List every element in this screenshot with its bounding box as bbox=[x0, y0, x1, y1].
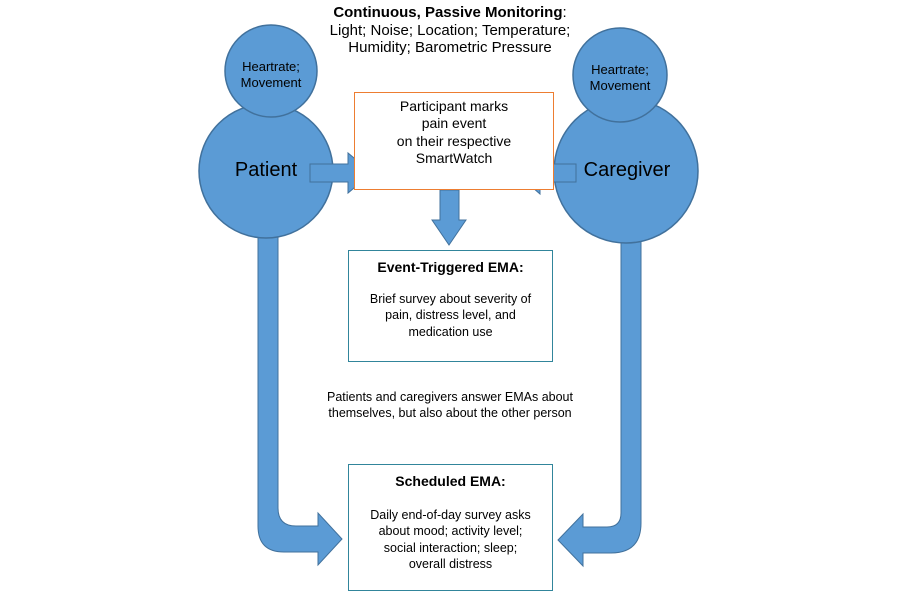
scheduled-ema-body: Daily end-of-day survey asks about mood;… bbox=[349, 507, 552, 572]
monitoring-colon: : bbox=[562, 4, 567, 21]
pain-event-line-3: on their respective bbox=[396, 132, 512, 149]
monitoring-line-1: Light; Noise; Location; Temperature; bbox=[329, 21, 571, 39]
pain-event-line-1: Participant marks bbox=[399, 98, 509, 114]
pain-to-event-ema-arrow bbox=[431, 189, 467, 246]
patient-sensor-label: Heartrate; Movement bbox=[225, 59, 317, 90]
ema-note: Patients and caregivers answer EMAs abou… bbox=[280, 389, 620, 422]
caregiver-sensor-line-1: Heartrate; bbox=[591, 62, 649, 77]
patient-sensor-line-2: Movement bbox=[240, 74, 302, 90]
monitoring-line-2: Humidity; Barometric Pressure bbox=[348, 39, 552, 57]
scheduled-ema-title: Scheduled EMA: bbox=[395, 473, 506, 489]
ema-note-line-2: themselves, but also about the other per… bbox=[328, 406, 572, 421]
scheduled-ema-line-3: social interaction; sleep; bbox=[383, 540, 518, 555]
event-ema-title: Event-Triggered EMA: bbox=[377, 259, 524, 275]
monitoring-title-line: Continuous, Passive Monitoring: bbox=[250, 4, 650, 22]
patient-label: Patient bbox=[234, 159, 298, 181]
event-ema-line-3: medication use bbox=[408, 324, 493, 339]
event-ema-line-2: pain, distress level, and bbox=[385, 308, 516, 323]
pain-event-box: Participant marks pain event on their re… bbox=[354, 92, 554, 190]
pain-event-line-4: SmartWatch bbox=[415, 150, 493, 167]
monitoring-title: Continuous, Passive Monitoring bbox=[333, 4, 563, 21]
scheduled-ema-line-1: Daily end-of-day survey asks bbox=[370, 508, 531, 522]
caregiver-label: Caregiver bbox=[583, 159, 671, 181]
event-ema-line-1: Brief survey about severity of bbox=[369, 292, 532, 306]
caregiver-sensor-line-2: Movement bbox=[589, 77, 651, 93]
event-ema-body: Brief survey about severity of pain, dis… bbox=[349, 291, 552, 340]
patient-to-scheduled-arrow bbox=[257, 211, 343, 567]
patient-sensor-line-1: Heartrate; bbox=[242, 59, 300, 74]
patient-sensor-node bbox=[224, 24, 318, 118]
caregiver-sensor-node bbox=[572, 27, 668, 123]
pain-event-line-2: pain event bbox=[421, 115, 487, 132]
scheduled-ema-line-2: about mood; activity level; bbox=[378, 524, 523, 539]
scheduled-ema-line-4: overall distress bbox=[408, 556, 493, 571]
caregiver-sensor-label: Heartrate; Movement bbox=[574, 62, 666, 93]
ema-note-line-1: Patients and caregivers answer EMAs abou… bbox=[327, 390, 573, 404]
caregiver-to-scheduled-arrow bbox=[557, 207, 642, 568]
scheduled-ema-box: Scheduled EMA: Daily end-of-day survey a… bbox=[348, 464, 553, 591]
monitoring-header: Continuous, Passive Monitoring: Light; N… bbox=[250, 4, 650, 57]
event-ema-box: Event-Triggered EMA: Brief survey about … bbox=[348, 250, 553, 362]
